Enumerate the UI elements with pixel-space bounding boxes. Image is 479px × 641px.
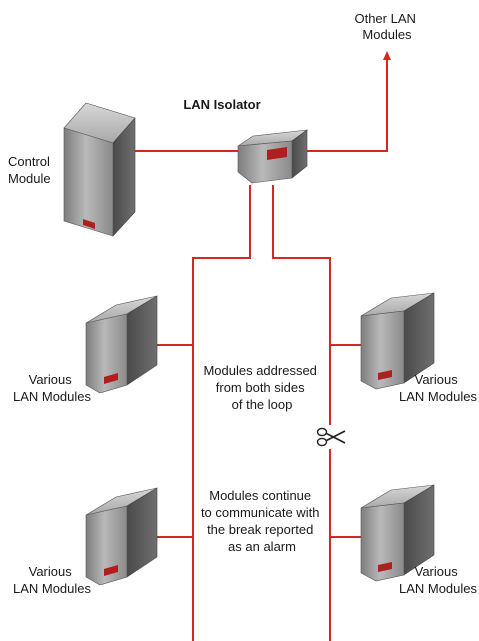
indicator-light [378,370,392,380]
indicator-light [104,565,118,576]
lan-isolator-label: LAN Isolator [183,97,260,112]
lan-module-cabinet-right-lower [360,484,435,582]
other-lan-modules-label: Other LAN Modules [354,11,419,42]
loop-addressing-note: Modules addressed from both sides of the… [203,363,320,412]
indicator-light [83,219,95,229]
wire-isolator-to-other-modules [305,57,388,152]
control-module-label: Control Module [8,154,54,186]
lan-module-cabinet-right-upper [360,292,435,390]
lan-isolator-device-icon [237,129,309,184]
scissors-icon [316,425,346,449]
control-module-cabinet-icon [63,102,136,237]
various-lan-modules-label-left-upper: Various LAN Modules [13,372,92,404]
indicator-light [267,147,287,160]
various-lan-modules-label-right-upper: Various LAN Modules [399,372,478,404]
various-lan-modules-label-right-lower: Various LAN Modules [399,564,478,596]
indicator-light [104,373,118,384]
loop-break-note: Modules continue to communicate with the… [201,488,323,554]
various-lan-modules-label-left-lower: Various LAN Modules [13,564,92,596]
wire-loop-left [192,185,251,641]
lan-module-cabinet-left-upper [85,295,158,394]
wiring [135,51,391,641]
arrowhead-icon [383,51,391,60]
indicator-light [378,562,392,572]
lan-module-cabinet-left-lower [85,487,158,586]
wire-loop-right [272,185,331,641]
